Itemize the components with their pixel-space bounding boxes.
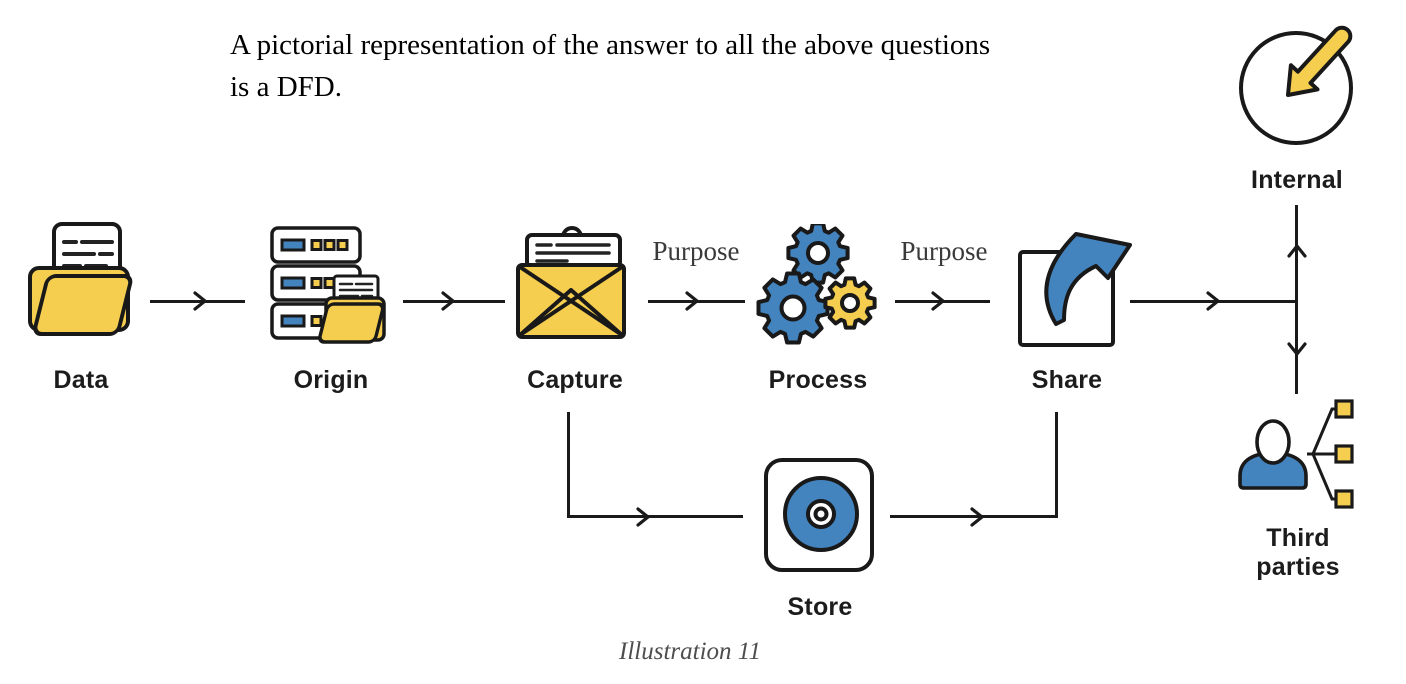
network-branches: [1307, 407, 1336, 501]
server-stack-with-folder-icon: [270, 226, 386, 344]
mini-document-lines: [338, 282, 374, 298]
mini-folder-front: [318, 302, 385, 344]
flow-line-store-share-vertical: [1055, 412, 1058, 518]
arrowhead-down-icon: [1287, 342, 1307, 357]
person-head: [1255, 419, 1291, 465]
edge-label-purpose-1: Purpose: [652, 236, 740, 266]
label-capture: Capture: [527, 366, 623, 394]
envelope-with-document-icon: [516, 226, 626, 339]
figure-caption: Illustration 11: [619, 638, 761, 665]
inward-arrow: [1286, 25, 1353, 97]
flow-line-capture-store-horizontal: [567, 515, 743, 518]
label-origin: Origin: [293, 366, 369, 394]
label-process: Process: [768, 366, 868, 394]
document-text-lines: [535, 243, 611, 263]
envelope-flap-lines: [518, 265, 624, 337]
arrowhead-right-icon: [685, 291, 700, 311]
disc-icon: [764, 458, 874, 572]
flow-line-store-share-horizontal: [890, 515, 1058, 518]
network-node: [1334, 399, 1354, 419]
arrowhead-up-icon: [1287, 243, 1307, 258]
label-third-parties: Third parties: [1256, 524, 1340, 581]
arrowhead-right-icon: [970, 507, 985, 527]
edge-label-purpose-2: Purpose: [900, 236, 988, 266]
arrowhead-right-icon: [931, 291, 946, 311]
label-internal: Internal: [1251, 166, 1343, 194]
flow-line-capture-store-vertical: [567, 412, 570, 518]
network-node: [1334, 489, 1354, 509]
intro-text: A pictorial representation of the answer…: [230, 29, 991, 104]
network-node: [1334, 444, 1354, 464]
arrowhead-right-icon: [1206, 291, 1221, 311]
arrowhead-right-icon: [193, 291, 208, 311]
junction-line-internal-third-parties: [1295, 205, 1298, 394]
arrowhead-right-icon: [441, 291, 456, 311]
gears-icon: [756, 224, 877, 345]
circle-with-inward-arrow-icon: [1239, 25, 1353, 145]
folder-front: [33, 274, 133, 336]
flow-line-share-junction: [1130, 300, 1298, 303]
label-data: Data: [53, 366, 109, 394]
arrowhead-right-icon: [636, 507, 651, 527]
curved-arrow: [1044, 232, 1132, 326]
flow-line-data-origin: [150, 300, 245, 303]
person-with-network-icon: [1238, 399, 1354, 509]
label-store: Store: [787, 593, 853, 621]
folder-with-documents-icon: [28, 222, 133, 336]
box-with-curved-arrow-icon: [1018, 232, 1132, 347]
label-share: Share: [1031, 366, 1103, 394]
